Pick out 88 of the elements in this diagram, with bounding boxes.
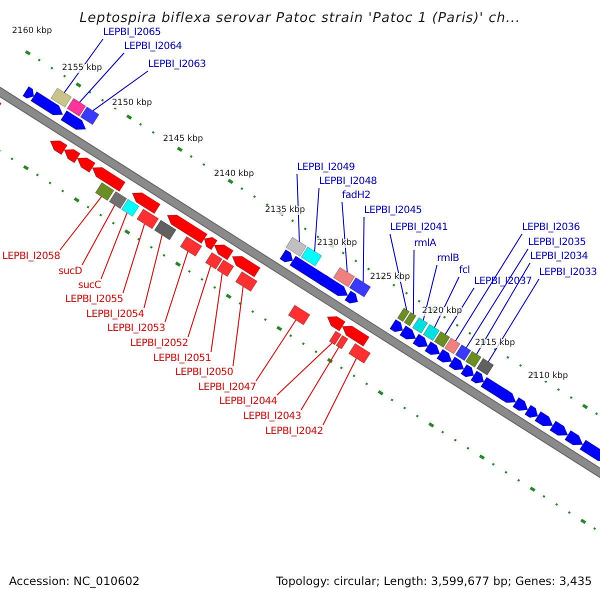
gene-label: LEPBI_I2049 [297, 161, 355, 174]
scale-label: 2140 kbp [214, 170, 254, 179]
leader-line [342, 202, 348, 273]
leader-line [390, 234, 408, 310]
scale-label: 2160 kbp [12, 27, 52, 36]
scale-label: 2110 kbp [528, 372, 568, 381]
gene-block [422, 324, 440, 342]
gene-block [434, 331, 450, 348]
leader-line [422, 264, 438, 321]
leader-line [210, 272, 223, 352]
leader-line [300, 346, 340, 410]
gene-block [80, 106, 100, 126]
scale-label: 2130 kbp [317, 239, 358, 248]
gene-block [154, 220, 176, 240]
leader-line [164, 250, 188, 322]
leader-line [362, 216, 364, 283]
scale-label: 2155 kbp [62, 64, 102, 73]
gene-block [465, 350, 482, 368]
gene-label: rmlB [437, 252, 460, 265]
gene-block [454, 344, 472, 362]
gene-label: LEPBI_I2033 [539, 266, 597, 279]
gene-label: fcl [459, 264, 470, 277]
gene-label: LEPBI_I2043 [243, 410, 301, 423]
gene-block [121, 198, 140, 217]
gene-label: rmlA [414, 237, 436, 250]
gene-label: sucD [58, 265, 82, 278]
leader-line [314, 188, 320, 252]
gene-label: LEPBI_I2047 [198, 381, 256, 394]
gene-label: fadH2 [342, 189, 370, 202]
gene-block [349, 277, 371, 298]
gene-block [50, 88, 72, 108]
gene-label: LEPBI_I2044 [219, 395, 277, 408]
leader-line [488, 278, 540, 362]
gene-block [205, 252, 223, 270]
gene-block [476, 358, 494, 376]
gene-label: LEPBI_I2048 [319, 175, 377, 188]
leader-line [455, 234, 522, 342]
gene-label: LEPBI_I2035 [528, 236, 586, 249]
leader-line [466, 248, 528, 348]
leader-line [60, 196, 102, 250]
leader-line [82, 204, 116, 266]
scale-label: 2115 kbp [475, 339, 516, 348]
gene-label: LEPBI_I2034 [530, 250, 588, 263]
leader-line [476, 262, 530, 355]
gene-label: LEPBI_I2045 [364, 204, 422, 217]
gene-block [66, 98, 86, 117]
leader-line [92, 70, 148, 112]
gene-block [444, 338, 460, 354]
leader-line [188, 265, 212, 338]
footer-note: Accession: NC_010602 [9, 575, 140, 588]
gene-label: LEPBI_I2051 [153, 352, 211, 365]
gene-label: LEPBI_I2041 [390, 221, 448, 234]
leader-line [100, 212, 128, 280]
gene-block [412, 317, 428, 334]
leader-line [276, 342, 332, 396]
gene-label: LEPBI_I2053 [107, 322, 165, 335]
gene-label: LEPBI_I2064 [124, 40, 182, 53]
gene-label: LEPBI_I2054 [86, 308, 144, 321]
gene-label: LEPBI_I2055 [65, 293, 123, 306]
scale-label: 2125 kbp [370, 273, 410, 282]
gene-label: sucC [78, 279, 101, 292]
scale-label: 2135 kbp [265, 206, 306, 215]
gene-block [300, 246, 322, 266]
leader-line [412, 250, 414, 315]
gene-label: LEPBI_I2052 [130, 337, 188, 350]
gene-label: LEPBI_I2063 [148, 58, 206, 71]
gene-label: LEPBI_I2065 [103, 26, 161, 39]
leader-line [79, 52, 124, 103]
scale-label: 2145 kbp [163, 135, 204, 144]
gene-block [404, 312, 417, 326]
scale-label: 2120 kbp [422, 307, 462, 316]
gene-block [216, 259, 234, 277]
leader-line [296, 174, 300, 242]
gene-block [397, 308, 410, 322]
scale-label: 2150 kbp [112, 99, 152, 108]
gene-label: LEPBI_I2050 [175, 366, 233, 379]
map-title: Leptospira biflexa serovar Patoc strain 'Patoc 1 (Paris)' ch... [78, 10, 522, 26]
leader-line [144, 234, 163, 308]
gene-block [136, 208, 159, 230]
gene-label: LEPBI_I2058 [2, 250, 60, 263]
gene-block [94, 182, 114, 201]
gene-label: LEPBI_I2042 [265, 425, 323, 438]
gene-label: LEPBI_I2036 [522, 221, 580, 234]
footer-note: Topology: circular; Length: 3,599,677 bp; Genes: 3,435 [276, 575, 592, 588]
gene-block [336, 334, 348, 350]
leader-line [122, 223, 145, 294]
leader-line [232, 286, 244, 366]
leader-line [322, 358, 357, 426]
